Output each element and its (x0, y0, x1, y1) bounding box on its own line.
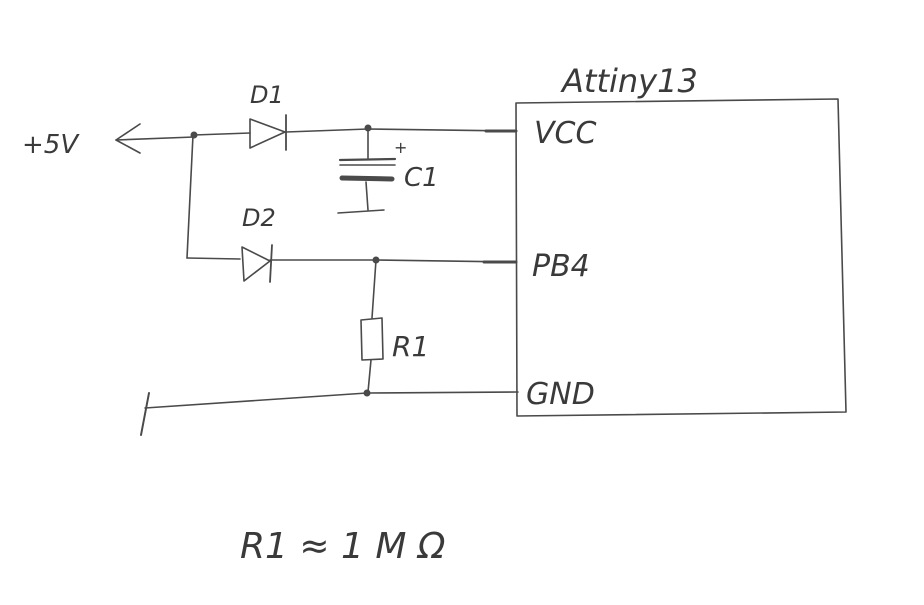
capacitor-c1-label: C1 (404, 163, 439, 193)
diode-d2-symbol (241, 244, 273, 283)
wire-ground (144, 391, 519, 409)
resistor-value-note: R1 ≈ 1 M Ω (240, 526, 446, 567)
pin-label-pb4: PB4 (532, 249, 590, 284)
pin-label-gnd: GND (526, 377, 595, 412)
wire-to-d2 (186, 257, 241, 260)
pin-label-vcc: VCC (534, 116, 596, 151)
wire-d2-to-pb4 (269, 259, 516, 263)
diode-d2-label: D2 (242, 204, 276, 232)
wire-to-d1 (193, 132, 251, 136)
supply-label: +5V (22, 130, 80, 160)
capacitor-c1-polarity: + (394, 138, 407, 157)
resistor-r1-label: R1 (392, 330, 429, 363)
diode-d1-symbol (249, 114, 287, 151)
resistor-r1-symbol (360, 259, 384, 393)
wire-d1-to-vcc (285, 128, 516, 133)
supply-wire (115, 136, 195, 141)
capacitor-c1-symbol (337, 127, 397, 214)
ground-terminal (140, 392, 150, 436)
diode-d1-label: D1 (250, 81, 284, 109)
wire-left-vertical (186, 134, 194, 259)
attiny13-chip-box (515, 98, 847, 417)
chip-label: Attiny13 (560, 62, 698, 100)
